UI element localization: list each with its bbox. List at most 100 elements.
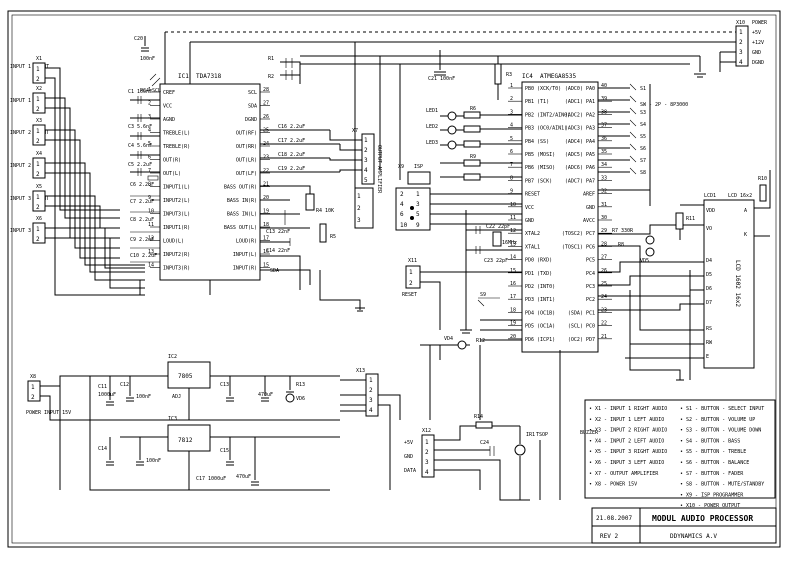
svg-text:1: 1 bbox=[409, 269, 413, 276]
svg-text:+5V: +5V bbox=[404, 440, 413, 446]
legend-item: • S6 - BUTTON - BALANCE bbox=[680, 460, 749, 466]
pin-label: (ADC6) PA6 bbox=[565, 165, 595, 171]
pin-label: OUT(R) bbox=[163, 158, 181, 164]
pin-label: PC3 bbox=[586, 284, 595, 290]
pin-label: TREBLE(L) bbox=[163, 131, 190, 137]
pin-label: INPUT(L) bbox=[233, 252, 257, 258]
switch-array-sw1: SW - 2P - 8P3000 S1 S3 S4 S5 S6 S7 S8 bbox=[598, 83, 688, 206]
svg-text:C22 22pF: C22 22pF bbox=[486, 224, 510, 230]
svg-text:VD6: VD6 bbox=[296, 396, 305, 402]
svg-text:100nF: 100nF bbox=[136, 394, 151, 400]
pin-label: BASS IN(R) bbox=[227, 198, 257, 204]
power-output-connector-x10: X10 POWER 1 2 3 4 +5V +12V GND DGND bbox=[694, 20, 768, 78]
input-connectors: X1 INPUT 1 RIGHT 12 X2 INPUT 1 LEFT 12 X… bbox=[10, 56, 49, 244]
svg-text:X12: X12 bbox=[422, 428, 431, 434]
svg-text:E: E bbox=[706, 354, 709, 360]
svg-text:3: 3 bbox=[416, 201, 420, 208]
tda-ref: IC1 bbox=[178, 73, 189, 80]
pin-number: 4 bbox=[510, 123, 513, 129]
pin-number: 15 bbox=[510, 268, 516, 274]
svg-text:LCD 1602 16x2: LCD 1602 16x2 bbox=[734, 260, 741, 307]
svg-text:C23 22pF: C23 22pF bbox=[484, 258, 508, 264]
svg-text:R11: R11 bbox=[686, 216, 695, 222]
legend-item: • S7 - BUTTON - FADER bbox=[680, 471, 744, 477]
pin-number: 26 bbox=[601, 268, 607, 274]
svg-text:1: 1 bbox=[739, 29, 743, 36]
svg-text:RESET: RESET bbox=[402, 292, 417, 298]
svg-text:C13: C13 bbox=[220, 382, 229, 388]
pin-number: 31 bbox=[601, 202, 607, 208]
pin-label: (ADC0) PA0 bbox=[565, 86, 595, 92]
svg-text:R8: R8 bbox=[618, 242, 624, 248]
legend-item: • X1 - INPUT 1 RIGHT AUDIO bbox=[589, 406, 667, 412]
pin-label: INPUT3(L) bbox=[163, 212, 190, 218]
pin-number: 17 bbox=[510, 294, 516, 300]
status-leds: LED1 LED2 LED3 R6 R9 bbox=[426, 106, 522, 181]
pin-label: OUT(RF) bbox=[236, 131, 257, 137]
svg-text:R5: R5 bbox=[330, 234, 336, 240]
svg-text:S7: S7 bbox=[640, 158, 646, 164]
pin-number: 26 bbox=[263, 114, 269, 120]
pin-number: 12 bbox=[148, 236, 154, 242]
svg-text:POWER: POWER bbox=[752, 20, 768, 26]
pin-label: RESET bbox=[525, 192, 540, 198]
pin-label: PD6 (ICP1) bbox=[525, 337, 555, 343]
tda-output-network: C16 2.2uF C17 2.2uF C18 2.2uF C19 2.2uF … bbox=[139, 124, 365, 312]
pin-label: AVCC bbox=[583, 218, 595, 224]
svg-text:VO: VO bbox=[706, 226, 712, 232]
crystal: 16MHz C22 22pF C23 22pF bbox=[460, 210, 522, 334]
pin-number: 20 bbox=[263, 195, 269, 201]
svg-text:2: 2 bbox=[357, 205, 361, 212]
svg-text:2: 2 bbox=[409, 280, 413, 287]
svg-text:C8 2.2uF: C8 2.2uF bbox=[130, 217, 154, 223]
svg-text:LED2: LED2 bbox=[426, 124, 438, 130]
pin-number: 22 bbox=[601, 321, 607, 327]
pin-number: 19 bbox=[510, 321, 516, 327]
lcd-display: LCD1 LCD 16x2 VDD VO D4 D5 D6 D7 RS RW E… bbox=[598, 170, 771, 381]
pin-number: 8 bbox=[148, 182, 151, 188]
svg-text:SW - 2P - 8P3000: SW - 2P - 8P3000 bbox=[640, 102, 688, 108]
pin-label: (ADC7) PA7 bbox=[565, 178, 595, 184]
pin-label: (SCL) PC0 bbox=[568, 324, 595, 330]
pin-label: PD3 (INT1) bbox=[525, 297, 555, 303]
pin-label: (ADC4) PA4 bbox=[565, 139, 595, 145]
pin-number: 4 bbox=[148, 128, 151, 134]
x4-label: INPUT 2 LEFT bbox=[10, 163, 46, 169]
pin-number: 2 bbox=[148, 101, 151, 107]
svg-text:7812: 7812 bbox=[178, 437, 193, 444]
svg-text:ISP: ISP bbox=[414, 164, 423, 170]
pin-label: AGND bbox=[163, 117, 175, 123]
pin-label: INPUT2(L) bbox=[163, 198, 190, 204]
pin-number: 30 bbox=[601, 215, 607, 221]
pin-label: (ADC5) PA5 bbox=[565, 152, 595, 158]
svg-text:VD4: VD4 bbox=[444, 336, 453, 342]
pin-number: 3 bbox=[148, 114, 151, 120]
pin-number: 15 bbox=[263, 263, 269, 269]
pin-label: CREF bbox=[163, 90, 175, 96]
pin-number: 10 bbox=[148, 209, 154, 215]
svg-text:C19 2.2uF: C19 2.2uF bbox=[278, 166, 305, 172]
svg-text:4: 4 bbox=[400, 201, 404, 208]
tda-capacitors: C1 100nF C3 5.6nF C4 5.6nF C5 2.2uF C6 2… bbox=[128, 89, 160, 263]
pin-label: INPUT2(R) bbox=[163, 252, 190, 258]
pin-label: AREF bbox=[583, 192, 595, 198]
legend-item: • X3 - INPUT 2 RIGHT AUDIO bbox=[589, 428, 667, 434]
title-date: 21.08.2007 bbox=[596, 515, 633, 522]
pin-label: TREBLE(R) bbox=[163, 144, 190, 150]
legend-item: • S8 - BUTTON - MUTE/STANDBY bbox=[680, 482, 764, 488]
svg-text:X8: X8 bbox=[30, 374, 36, 380]
pin-label: OUT(L) bbox=[163, 171, 181, 177]
svg-text:R6: R6 bbox=[470, 106, 476, 112]
pin-label: VCC bbox=[525, 205, 534, 211]
pin-label: PD5 (OC1A) bbox=[525, 324, 555, 330]
svg-text:VD5: VD5 bbox=[640, 258, 649, 264]
pin-label: SDA bbox=[248, 104, 257, 110]
pin-number: 32 bbox=[601, 189, 607, 195]
pin-number: 28 bbox=[263, 87, 269, 93]
pin-label: INPUT3(R) bbox=[163, 266, 190, 272]
pin-number: 13 bbox=[510, 241, 516, 247]
pin-number: 21 bbox=[263, 182, 269, 188]
pin-number: 27 bbox=[601, 255, 607, 261]
